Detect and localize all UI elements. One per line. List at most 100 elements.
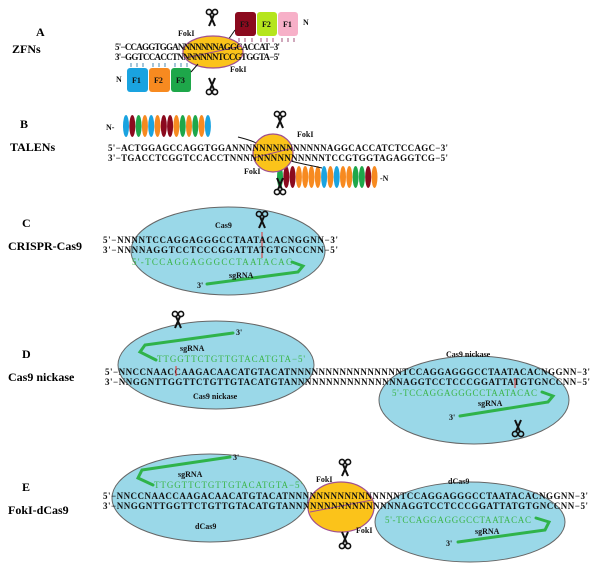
panel-letter: E: [22, 480, 30, 494]
dna-top-strand: 5'−CCAGGTGGANNNNNNNAGGCACCAT−3': [115, 42, 280, 52]
tale-repeat: [346, 166, 353, 188]
three-prime-label: 3': [449, 413, 455, 422]
panel-letter: D: [22, 347, 31, 361]
tale-repeat: [358, 166, 365, 188]
sgrna-label: sgRNA: [180, 344, 205, 353]
tale-repeat: [154, 115, 161, 137]
dna-top-strand: 5'−NNNNTCCAGGAGGGCCTAATACACNGGNN−3': [103, 235, 338, 245]
n-terminus: N: [303, 18, 309, 27]
tale-repeat: [371, 166, 378, 188]
sgrna-label: sgRNA: [178, 470, 203, 479]
dna-bottom-strand: 3'−TGACCTCGGTCCACCTNNNNNNNNNNNNNNTCCGTGG…: [108, 153, 448, 163]
dna-top-strand: 5'−ACTGGAGCCAGGTGGANNNNNNNNNNNNNNAGGCACC…: [108, 143, 448, 153]
dna-bottom-strand: 3'−NNNNAGGTCCTCCCGGATTATGTGNCCNN−5': [103, 245, 338, 255]
top-zinc-fingers: F3 F2 F1 N: [227, 12, 309, 42]
panel-title: ZFNs: [12, 42, 41, 56]
panel-letter: A: [36, 25, 45, 39]
panel-title: FokI-dCas9: [8, 503, 69, 517]
panel-e-foki-dcas9: E FokI-dCas9 FokI FokI 3' sgRNA TTGGTTCT…: [8, 453, 588, 563]
foki-dimer: [307, 481, 375, 533]
panel-d-nickase: D Cas9 nickase 3' sgRNA TTGGTTCTGTTGTACA…: [8, 310, 590, 445]
tale-repeat: [308, 166, 315, 188]
protein-label: dCas9: [195, 522, 216, 531]
foki-label: FokI: [178, 29, 194, 38]
panel-title: Cas9 nickase: [8, 370, 75, 384]
panel-b-talens: B TALENs N- -N FokI FokI 5'−ACTGGAGCCAGG…: [10, 110, 448, 196]
tale-repeat: [148, 115, 155, 137]
tale-repeat: [321, 166, 328, 188]
dna-bottom-strand: 3'−NNGGNTTGGTTCTGTTGTACATGTANNNNNNNNNNNN…: [103, 501, 588, 511]
scissors-icon: [273, 110, 287, 129]
panel-letter: C: [22, 216, 31, 230]
n-terminus: N-: [106, 123, 115, 132]
tale-repeat: [333, 166, 340, 188]
tale-repeats-top: [123, 115, 211, 137]
tale-repeat: [289, 166, 296, 188]
tale-repeat: [167, 115, 174, 137]
foki-label: FokI: [230, 65, 246, 74]
tale-repeat: [129, 115, 136, 137]
tale-repeat: [204, 115, 211, 137]
tale-repeat: [283, 166, 290, 188]
tale-repeat: [352, 166, 359, 188]
n-terminus: -N: [380, 174, 389, 183]
tale-repeat: [123, 115, 129, 137]
sgrna-sequence: TTGGTTCTGTTGTACATGTA−5': [157, 354, 305, 364]
tale-repeat: [160, 115, 167, 137]
finger-label: F1: [132, 76, 141, 85]
three-prime-label: 3': [197, 281, 203, 290]
tale-repeat: [135, 115, 142, 137]
panel-c-crispr: C CRISPR-Cas9 Cas9 5'−NNNNTCCAGGAGGGCCTA…: [8, 206, 338, 296]
sgrna-sequence: 5'-TCCAGGAGGGCCTAATACAC: [132, 257, 292, 267]
cas9-protein: [130, 206, 326, 296]
scissors-icon: [338, 458, 352, 477]
dcas9-left: [111, 453, 309, 543]
panel-letter: B: [20, 117, 28, 131]
cas9-nickase-right: [378, 355, 570, 445]
finger-label: F1: [283, 20, 292, 29]
finger-label: F3: [176, 76, 185, 85]
tale-repeats-bottom: [277, 166, 378, 188]
tale-repeat: [295, 166, 302, 188]
foki-label: FokI: [356, 526, 372, 535]
sgrna-label: sgRNA: [229, 271, 254, 280]
three-prime-label: 3': [236, 328, 242, 337]
tale-repeat: [173, 115, 180, 137]
tale-repeat: [198, 115, 205, 137]
protein-label: dCas9: [448, 477, 469, 486]
tale-repeat: [179, 115, 186, 137]
tale-repeat: [314, 166, 321, 188]
panel-title: TALENs: [10, 140, 55, 154]
finger-label: F3: [240, 20, 249, 29]
protein-label: Cas9 nickase: [193, 392, 238, 401]
tale-repeat: [141, 115, 148, 137]
tale-repeat: [302, 166, 309, 188]
foki-label: FokI: [316, 475, 332, 484]
dna-top-strand: 5'−NNCCNAACCAAGACAACATGTACATNNNNNNNNNNNN…: [105, 367, 590, 377]
sgrna-label: sgRNA: [478, 399, 503, 408]
sgrna-label: sgRNA: [475, 527, 500, 536]
sgrna-sequence: 5'-TCCAGGAGGGCCTAATACAC: [385, 515, 531, 525]
panel-title: CRISPR-Cas9: [8, 239, 82, 253]
finger-label: F2: [262, 20, 271, 29]
finger-label: F2: [154, 76, 163, 85]
n-terminus: N: [116, 75, 122, 84]
dna-top-strand: 5'−NNCCNAACCAAGACAACATGTACATNNNNNNNNNNNN…: [103, 491, 588, 501]
dcas9-right: [374, 481, 566, 563]
protein-label: Cas9: [215, 221, 232, 230]
scissors-icon: [205, 77, 219, 96]
foki-label: FokI: [297, 130, 313, 139]
dna-bottom-strand: 3'−NNGGNTTGGTTCTGTTGTACATGTANNNNNNNNNNNN…: [105, 377, 590, 387]
dna-bottom-strand: 3'−GGTCCACCTNNNNNNNTCCGTGGTA−5': [115, 52, 280, 62]
scissors-icon: [338, 531, 352, 550]
scissors-icon: [205, 8, 219, 27]
tale-repeat: [327, 166, 334, 188]
tale-repeat: [192, 115, 199, 137]
protein-label: Cas9 nickase: [446, 350, 491, 359]
panel-a-zfns: A ZFNs F3 F2 F1 N FokI FokI 5'−CCAGGTGGA…: [12, 8, 309, 96]
tale-repeat: [365, 166, 372, 188]
tale-repeat: [186, 115, 192, 137]
sgrna-sequence: 5'-TCCAGGAGGGCCTAATACAC: [392, 388, 537, 398]
foki-label: FokI: [244, 167, 260, 176]
